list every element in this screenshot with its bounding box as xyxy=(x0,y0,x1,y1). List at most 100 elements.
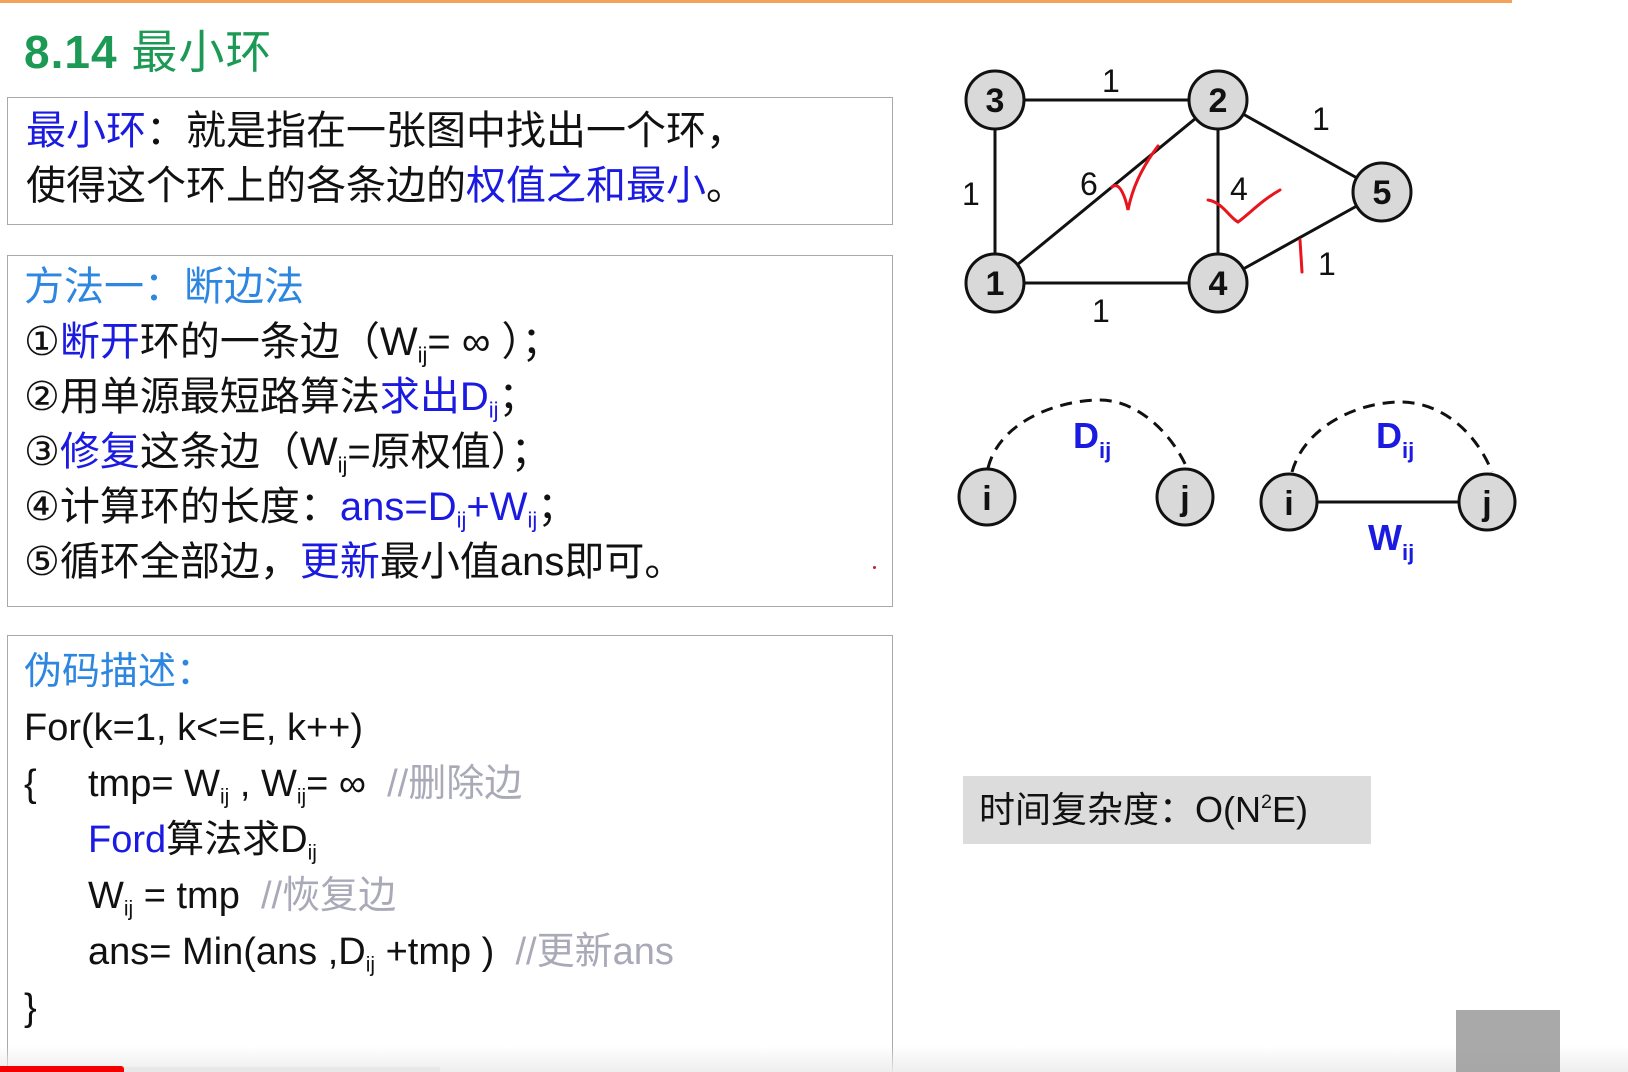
step-highlight: 断开 xyxy=(59,320,140,364)
step-tail: ； xyxy=(537,485,578,529)
code-text: = tmp xyxy=(133,875,240,917)
step-tail: 最小值ans即可。 xyxy=(379,540,685,584)
step-subscript-2: ij xyxy=(527,507,538,533)
method-step-3: ③修复这条边（Wij=原权值）； xyxy=(24,425,892,480)
path-label: Dij xyxy=(1376,415,1414,463)
node-label: 3 xyxy=(986,82,1005,120)
step-text: 这条边（W xyxy=(139,430,338,474)
step-tail: =原权值）； xyxy=(347,430,551,474)
step-text: 环的一条边（W xyxy=(139,320,418,364)
node-1: 1 xyxy=(964,252,1026,314)
step-subscript-1: ij xyxy=(456,507,467,533)
node-label: i xyxy=(982,480,991,518)
step-marker: ① xyxy=(24,320,60,364)
node-2: 2 xyxy=(1187,69,1249,131)
step-formula-a: ans=D xyxy=(339,485,457,529)
code-subscript: ij xyxy=(296,785,307,809)
weight-2-5: 1 xyxy=(1312,101,1330,137)
step-text: 用单源最短路算法 xyxy=(59,375,380,419)
pseudocode-box: 伪码描述： For(k=1, k<=E, k++) {tmp= Wij , Wi… xyxy=(7,635,893,1072)
pseudocode-line-1: {tmp= Wij , Wij= ∞ //删除边 xyxy=(24,756,892,812)
annotation-dot xyxy=(873,566,876,569)
ij-diagram-right: Dij i j Wij xyxy=(1259,400,1517,565)
code-comment: //删除边 xyxy=(387,763,523,805)
shortest-path-dashed xyxy=(1290,400,1494,473)
player-corner-control[interactable] xyxy=(1456,1010,1560,1072)
weight-1-4: 1 xyxy=(1092,293,1110,329)
graph-diagram: 1 1 6 4 1 1 1 3 2 5 1 4 xyxy=(962,63,1413,329)
close-brace: } xyxy=(24,987,37,1029)
video-progress-track[interactable] xyxy=(0,1067,440,1072)
video-progress-fill[interactable] xyxy=(0,1066,124,1072)
step-highlight: 求出D xyxy=(379,375,489,419)
node-label: i xyxy=(1284,485,1293,523)
node-label: 4 xyxy=(1209,265,1228,303)
node-i xyxy=(1259,472,1319,532)
step-subscript: ij xyxy=(488,397,499,423)
step-marker: ③ xyxy=(24,430,60,474)
definition-line-1: 最小环：就是指在一张图中找出一个环， xyxy=(26,104,892,159)
code-subscript: ij xyxy=(307,841,317,865)
code-text: , W xyxy=(229,763,297,805)
code-subscript: ij xyxy=(365,953,376,977)
method-heading: 方法一：断边法 xyxy=(24,265,304,309)
complexity-value-prefix: O(N xyxy=(1195,789,1262,830)
title-number: 8.14 xyxy=(24,26,118,78)
definition-colon: ： xyxy=(146,109,186,153)
checkmark-icon xyxy=(1110,144,1160,211)
code-text: ans= Min(ans ,D xyxy=(88,931,366,973)
pseudocode-heading: 伪码描述： xyxy=(24,651,215,693)
node-4: 4 xyxy=(1187,252,1249,314)
definition-line-2: 使得这个环上的各条边的权值之和最小。 xyxy=(26,159,892,214)
edge-label: Wij xyxy=(1368,517,1414,565)
code-text: W xyxy=(88,875,124,917)
pseudocode-line-2: Ford算法求Dij xyxy=(24,812,892,868)
node-label: j xyxy=(1481,485,1491,523)
red-annotations xyxy=(1110,144,1304,274)
step-subscript: ij xyxy=(337,452,348,478)
complexity-exponent: 2 xyxy=(1261,791,1273,814)
code-subscript: ij xyxy=(219,785,230,809)
code-keyword: Ford xyxy=(88,819,167,861)
step-tail: = ∞ ）； xyxy=(427,320,562,364)
step-highlight: 修复 xyxy=(59,430,140,474)
step-text: 计算环的长度： xyxy=(59,485,340,529)
node-label: 5 xyxy=(1373,174,1392,212)
definition-suffix: 。 xyxy=(706,164,746,208)
checkmark-icon xyxy=(1206,188,1282,224)
pseudocode-line-3: Wij = tmp //恢复边 xyxy=(24,868,892,924)
top-rule xyxy=(0,0,1512,3)
complexity-label: 时间复杂度： xyxy=(979,789,1196,830)
complexity-box: 时间复杂度：O(N2E) xyxy=(963,776,1371,844)
code-text: tmp= W xyxy=(88,763,220,805)
weight-4-5: 1 xyxy=(1318,246,1336,282)
step-marker: ② xyxy=(24,375,60,419)
method-box: 方法一：断边法 ①断开环的一条边（Wij= ∞ ）； ②用单源最短路算法求出Di… xyxy=(7,255,893,607)
code-comment: //更新ans xyxy=(515,931,674,973)
node-i xyxy=(957,467,1017,527)
node-label: j xyxy=(1179,480,1189,518)
definition-text-1: 就是指在一张图中找出一个环， xyxy=(186,109,746,153)
title-text: 最小环 xyxy=(131,26,273,78)
method-step-1: ①断开环的一条边（Wij= ∞ ）； xyxy=(24,315,892,370)
shortest-path-dashed xyxy=(986,398,1189,469)
edge-weights: 1 1 6 4 1 1 1 xyxy=(962,63,1336,329)
weight-3-2: 1 xyxy=(1102,63,1120,99)
step-formula-b: +W xyxy=(466,485,528,529)
node-5: 5 xyxy=(1351,161,1413,223)
pseudocode-line-4: ans= Min(ans ,Dij +tmp ) //更新ans xyxy=(24,924,892,980)
node-j xyxy=(1155,467,1215,527)
path-label: Dij xyxy=(1073,415,1111,463)
pseudocode-for-line: For(k=1, k<=E, k++) xyxy=(24,707,363,749)
code-text: +tmp ) xyxy=(375,931,495,973)
definition-text-2: 使得这个环上的各条边的 xyxy=(26,164,466,208)
method-step-2: ②用单源最短路算法求出Dij； xyxy=(24,370,892,425)
code-comment: //恢复边 xyxy=(260,875,397,917)
node-label: 2 xyxy=(1209,82,1228,120)
edge-2-5 xyxy=(1217,98,1383,194)
step-tail: ； xyxy=(498,375,539,419)
weight-3-1: 1 xyxy=(962,176,980,212)
step-marker: ⑤ xyxy=(24,540,60,584)
weight-2-4: 4 xyxy=(1230,171,1248,207)
step-subscript: ij xyxy=(417,342,428,368)
